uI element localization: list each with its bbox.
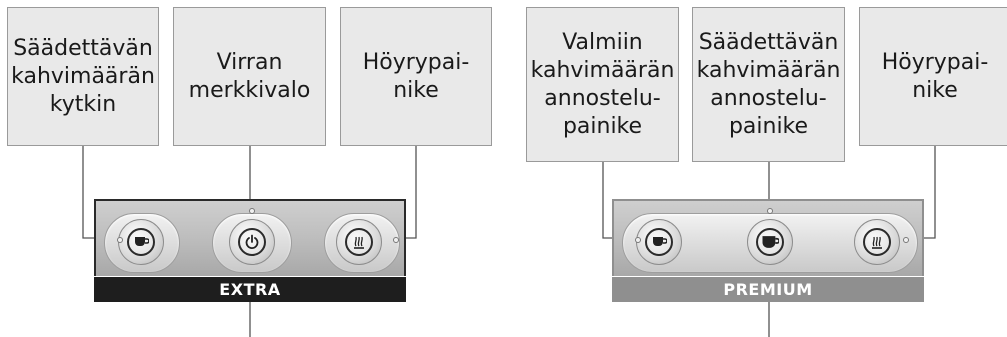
label-coffee-switch: Säädettävän kahvimäärän kytkin bbox=[7, 7, 159, 146]
label-adjustable-button: Säädettävän kahvimäärän annostelu- paini… bbox=[692, 7, 845, 162]
coffee-cup-icon bbox=[645, 228, 673, 256]
adjustable-coffee-button[interactable] bbox=[747, 219, 793, 265]
label-steam-button: Höyrypai- nike bbox=[340, 7, 492, 146]
coffee-cup-icon bbox=[127, 228, 155, 256]
brand-bar-extra: EXTRA bbox=[94, 277, 406, 302]
indicator-dot bbox=[635, 237, 641, 243]
brand-bar-premium: PREMIUM bbox=[612, 277, 924, 302]
preset-coffee-button[interactable] bbox=[636, 219, 682, 265]
control-panel-premium: PREMIUM bbox=[612, 199, 924, 302]
label-steam-button-right: Höyrypai- nike bbox=[859, 7, 1007, 146]
indicator-dot bbox=[767, 208, 773, 214]
panel-face bbox=[94, 199, 406, 276]
coffee-button[interactable] bbox=[118, 219, 164, 265]
indicator-dot bbox=[117, 237, 123, 243]
coffee-cup-icon bbox=[756, 228, 784, 256]
indicator-dot bbox=[903, 237, 909, 243]
power-icon bbox=[238, 228, 266, 256]
steam-button[interactable] bbox=[336, 219, 382, 265]
power-button[interactable] bbox=[229, 219, 275, 265]
label-preset-button: Valmiin kahvimäärän annostelu- painike bbox=[526, 7, 679, 162]
steam-button[interactable] bbox=[854, 219, 900, 265]
steam-icon bbox=[863, 228, 891, 256]
power-indicator-light bbox=[249, 208, 255, 214]
panel-face bbox=[612, 199, 924, 276]
indicator-dot bbox=[393, 237, 399, 243]
control-panel-extra: EXTRA bbox=[94, 199, 406, 302]
label-power-light: Virran merkkivalo bbox=[173, 7, 326, 146]
steam-icon bbox=[345, 228, 373, 256]
